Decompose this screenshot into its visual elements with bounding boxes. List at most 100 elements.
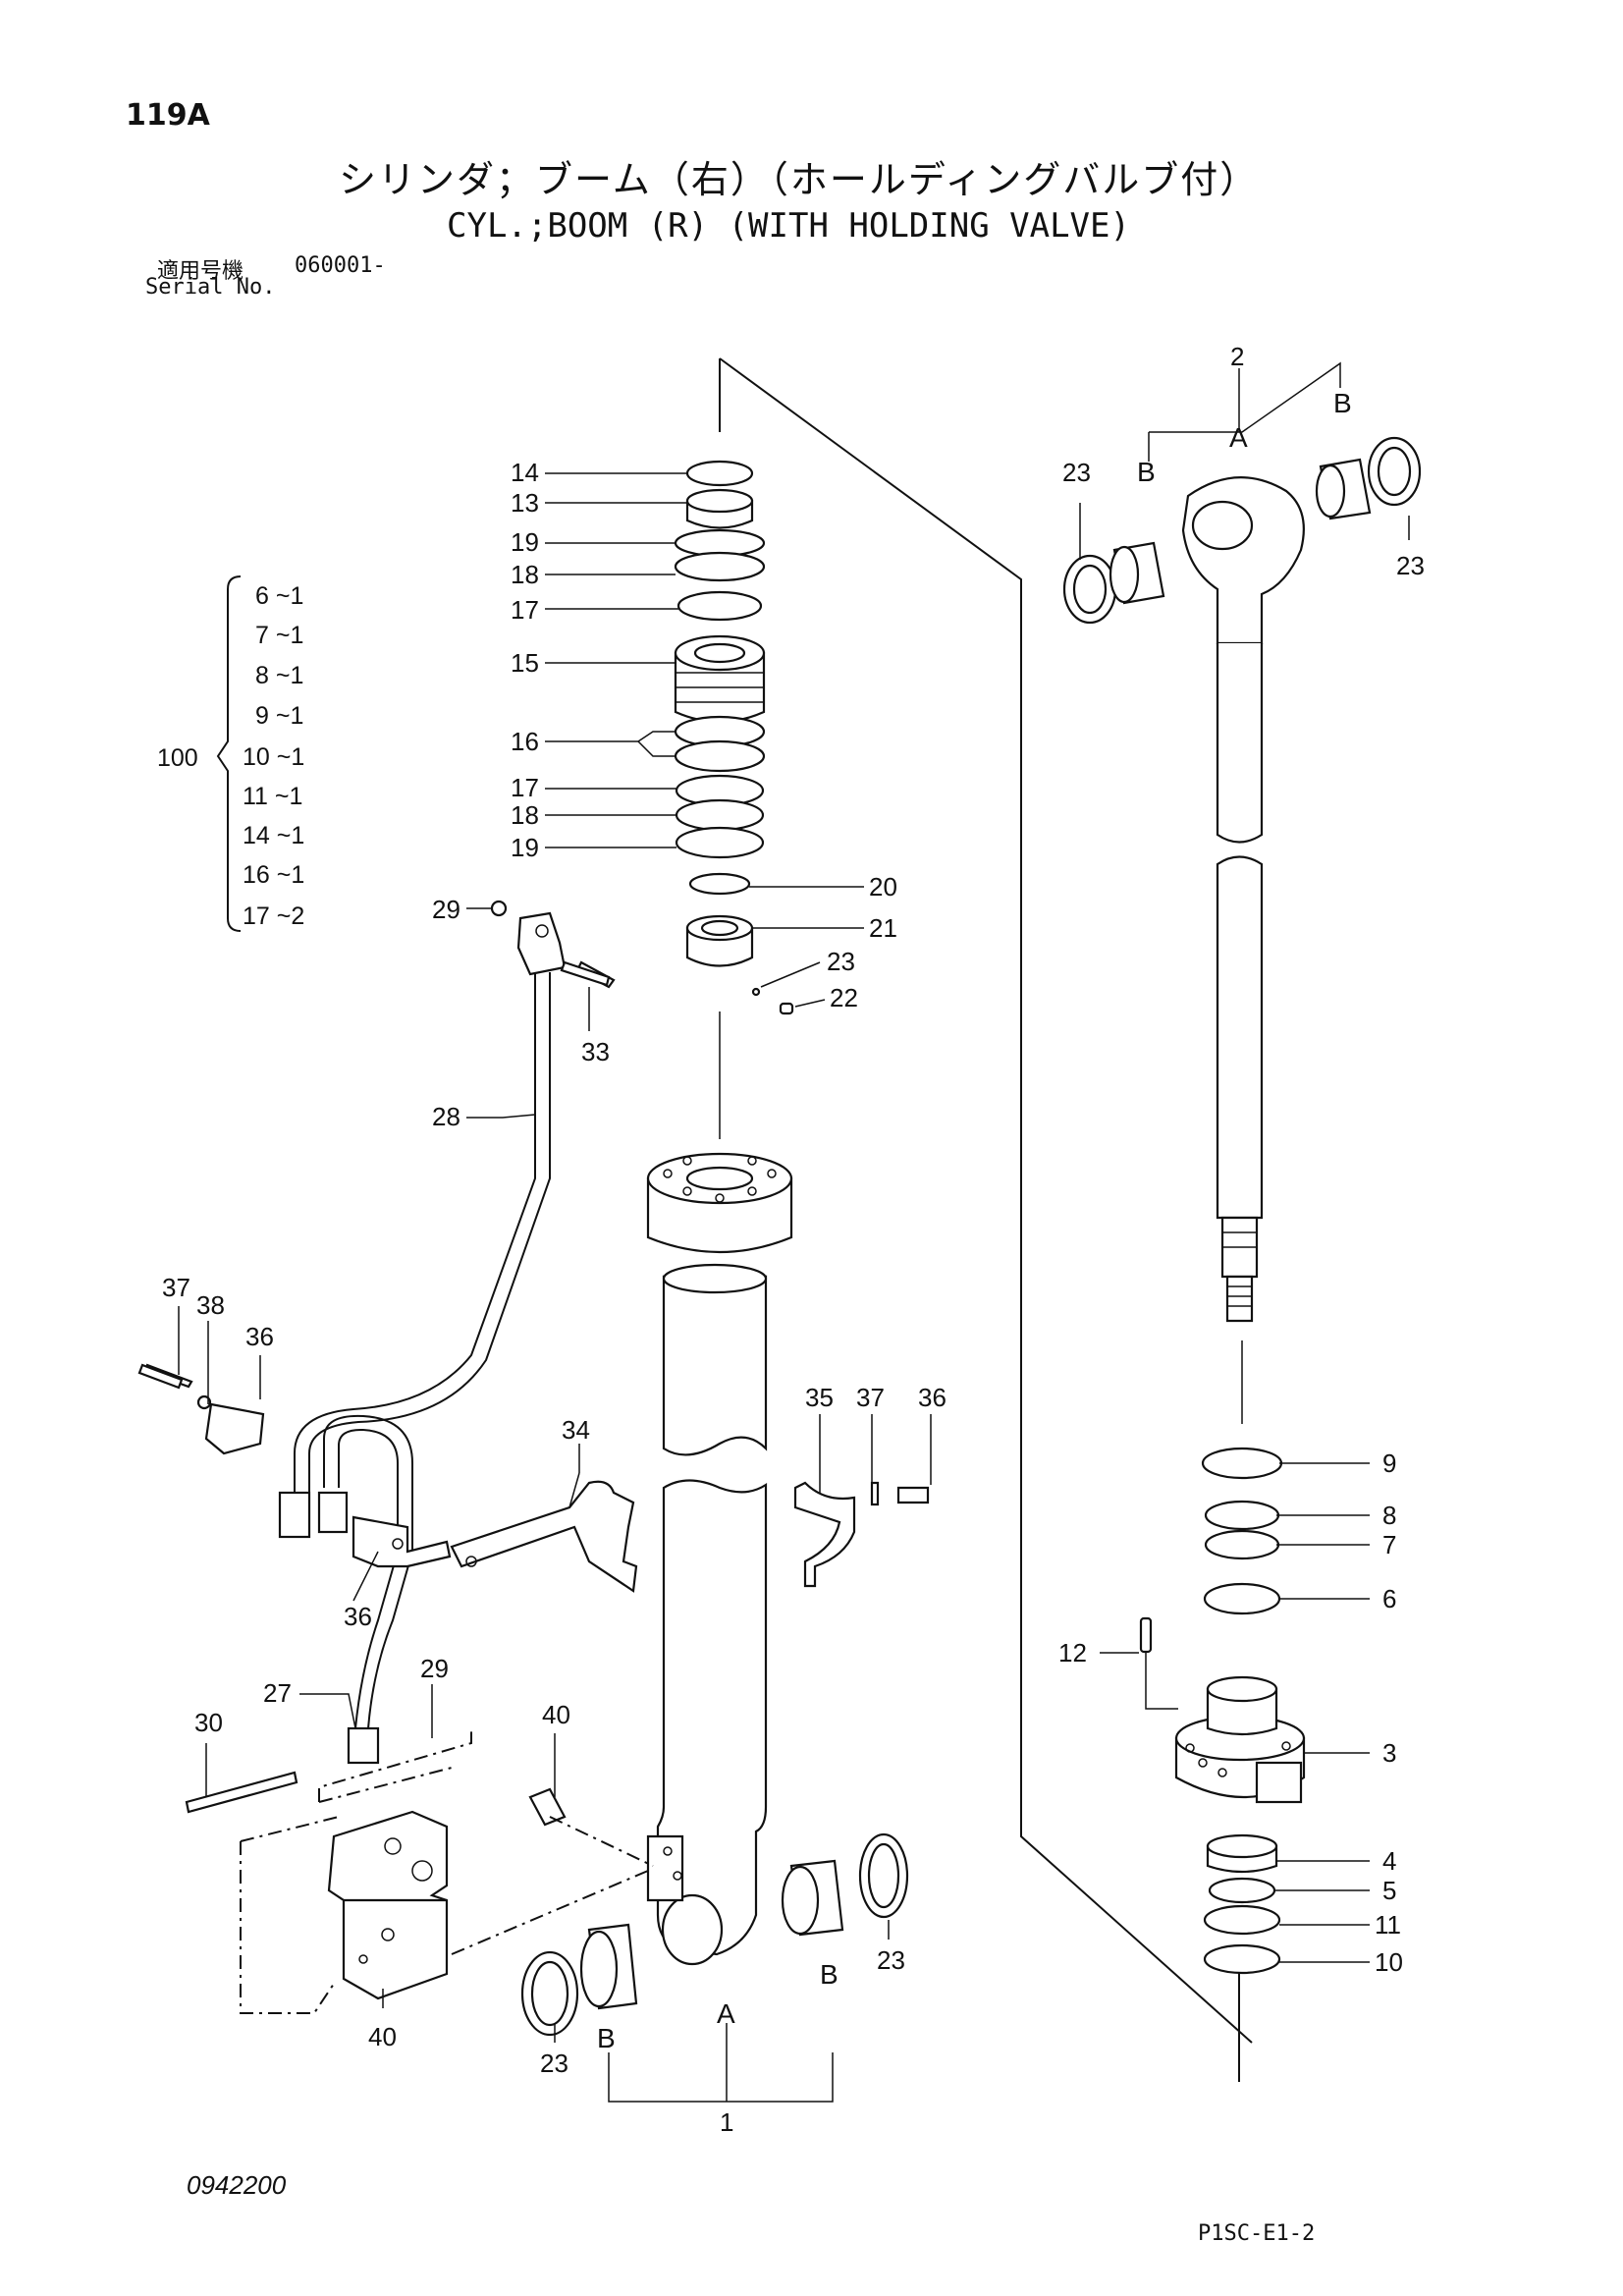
label-30: 30	[194, 1708, 223, 1737]
piston-rings	[1203, 1833, 1281, 1975]
label-14: 14	[511, 458, 539, 487]
kit-item-5: 10 ~1	[243, 743, 304, 771]
label-17-bottom: 17	[511, 773, 539, 802]
label-25-top-right: 23	[1396, 551, 1425, 580]
label-6: 6	[1382, 1584, 1396, 1613]
label-13: 13	[511, 488, 539, 518]
label-29-bottom: 29	[420, 1654, 449, 1683]
label-3: 3	[1382, 1738, 1396, 1768]
label-38: 38	[196, 1290, 225, 1320]
label-1: 1	[720, 2107, 733, 2137]
label-25-bottom-left: 23	[540, 2049, 568, 2078]
label-2: 2	[1230, 342, 1244, 371]
letter-b-bottom-right: B	[820, 1959, 839, 1990]
valve-mount-pad	[646, 1834, 684, 1902]
label-10: 10	[1375, 1947, 1403, 1977]
kit-item-9: 17 ~2	[243, 902, 304, 930]
dash-line-valve-left	[240, 1841, 335, 2014]
piston-rod-assembly	[1062, 436, 1422, 1323]
label-34: 36	[918, 1383, 947, 1412]
bolt-30	[185, 1771, 298, 1814]
seal-stack	[674, 460, 794, 1015]
label-37: 37	[162, 1273, 190, 1302]
label-32: 34	[562, 1415, 590, 1445]
label-5: 5	[1382, 1876, 1396, 1905]
label-23: 23	[827, 947, 855, 976]
label-35: 37	[856, 1383, 885, 1412]
piston-seals	[1139, 1447, 1283, 1710]
label-25-top-left: 23	[1062, 458, 1091, 487]
kit-number: 100	[157, 744, 198, 772]
dash-line-fitting	[549, 1816, 654, 1867]
label-18-bottom: 18	[511, 800, 539, 830]
title-japanese: シリンダ；ブーム（右）（ホールディングバルブ付）	[339, 158, 1260, 201]
bolt-31	[560, 960, 611, 987]
kit-item-7: 14 ~1	[243, 822, 304, 849]
sheet-code: P1SC-E1-2	[1198, 2221, 1316, 2246]
cylinder-head-flange	[646, 1152, 793, 1254]
serial-label-japanese: 適用号機	[157, 259, 244, 284]
label-8: 8	[1382, 1501, 1396, 1530]
label-17-top: 17	[511, 595, 539, 625]
fitting-39	[528, 1787, 567, 1827]
kit-list: 100 6 ~1 7 ~1 8 ~1 9 ~1 10 ~1 11 ~1 14 ~…	[157, 582, 304, 930]
label-11: 11	[1375, 1910, 1401, 1940]
label-9: 9	[1382, 1449, 1396, 1478]
kit-item-3: 8 ~1	[255, 662, 303, 689]
label-19-top: 19	[511, 527, 539, 557]
piston	[1174, 1675, 1306, 1804]
serial-value: 060001-	[295, 253, 386, 278]
cylinder-eye	[661, 1893, 724, 1966]
kit-item-4: 9 ~1	[255, 702, 303, 730]
leader-lines	[178, 361, 1410, 2103]
bushing-letters: A B B A B B	[597, 388, 1352, 2053]
label-29-top: 29	[432, 895, 460, 924]
label-7: 7	[1382, 1530, 1396, 1559]
label-36-top: 36	[245, 1322, 274, 1351]
label-4: 4	[1382, 1846, 1396, 1876]
part-labels: 14 13 19 18 17 15 16 17 18 19 20 21 23 2…	[162, 342, 1425, 2137]
label-12: 12	[1058, 1638, 1087, 1667]
label-15: 15	[511, 648, 539, 678]
letter-a-bottom: A	[717, 1998, 735, 2029]
kit-item-1: 6 ~1	[255, 582, 303, 610]
holding-valve	[327, 1810, 449, 2000]
label-39: 40	[542, 1700, 570, 1729]
dash-line-bolt-2	[318, 1767, 453, 1803]
pipes	[278, 900, 616, 1765]
label-27: 27	[263, 1678, 292, 1708]
kit-item-6: 11 ~1	[243, 783, 302, 810]
dash-line-bolt	[318, 1728, 472, 1802]
title-english: CYL.;BOOM (R) (WITH HOLDING VALVE)	[447, 206, 1130, 246]
label-25-bottom-right: 23	[877, 1945, 905, 1975]
bolt-37	[137, 1363, 184, 1390]
label-16: 16	[511, 727, 539, 756]
cylinder-tube-lower	[656, 1479, 768, 1956]
kit-brace	[216, 575, 242, 932]
kit-item-2: 7 ~1	[255, 622, 303, 649]
letter-b-bottom-left: B	[597, 2023, 616, 2053]
cylinder-tube-ring	[662, 1263, 768, 1294]
bushings-cylinder-eye	[520, 1832, 909, 2037]
page-number: 119A	[126, 98, 210, 133]
dash-line-valve-top	[240, 1816, 340, 1842]
label-19-bottom: 19	[511, 833, 539, 862]
label-40: 40	[368, 2022, 397, 2051]
label-33: 35	[805, 1383, 834, 1412]
serial-label-english: Serial No.	[145, 275, 276, 300]
label-36-bottom: 36	[344, 1602, 372, 1631]
cylinder-tube-upper	[662, 1275, 768, 1456]
kit-item-8: 16 ~1	[243, 861, 304, 889]
letter-a-top: A	[1229, 422, 1248, 453]
frame-line-right	[719, 357, 1253, 2044]
letter-b-top-left: B	[1137, 457, 1156, 487]
dash-line-valve-right	[451, 1870, 649, 1955]
label-18-top: 18	[511, 560, 539, 589]
label-22: 22	[830, 983, 858, 1012]
label-21: 21	[869, 913, 897, 943]
letter-b-top-right: B	[1333, 388, 1352, 418]
label-31: 33	[581, 1037, 610, 1066]
label-20: 20	[869, 872, 897, 902]
label-28: 28	[432, 1102, 460, 1131]
